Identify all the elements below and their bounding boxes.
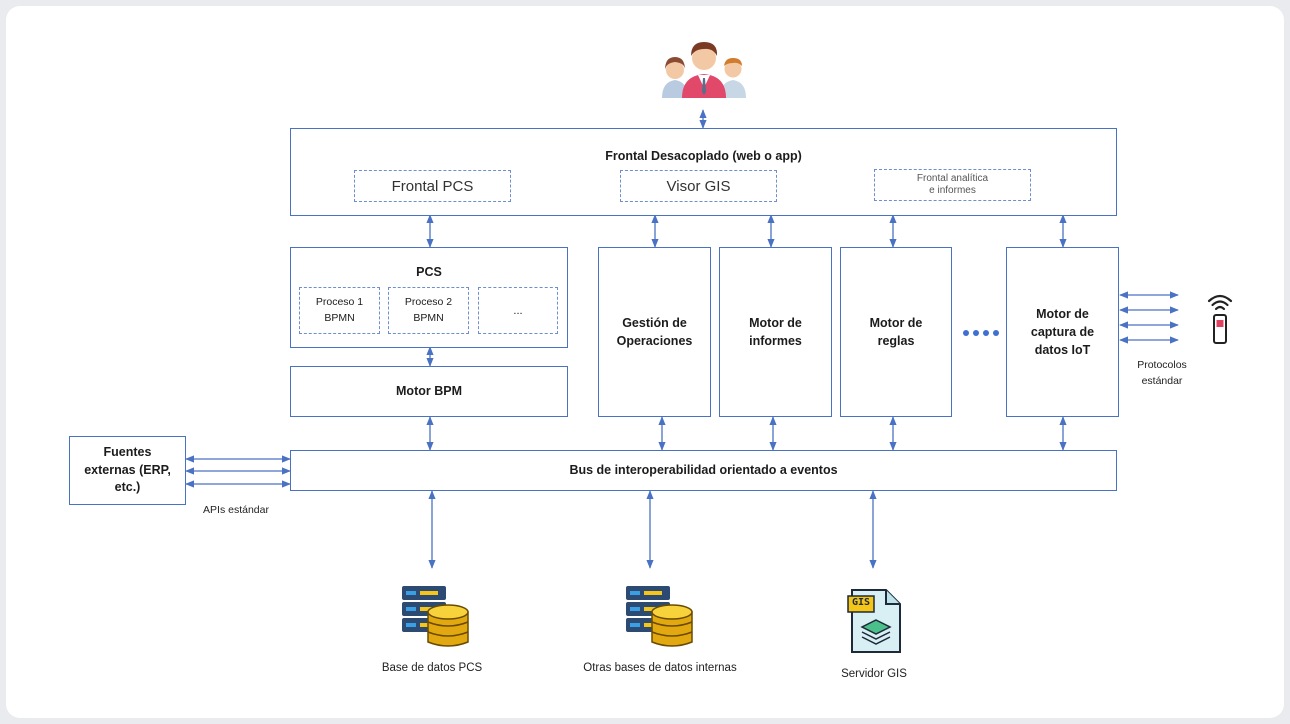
visor-gis-label: Visor GIS bbox=[666, 177, 731, 195]
motor-reglas-label: Motor de reglas bbox=[869, 315, 923, 348]
frontal-analitica-label: Frontal analítica e informes bbox=[916, 172, 989, 197]
database-server-icon bbox=[402, 586, 469, 647]
motor-informes-label: Motor de informes bbox=[749, 315, 802, 348]
bus-label: Bus de interoperabilidad orientado a eve… bbox=[569, 463, 838, 478]
proceso2-label: Proceso 2 BPMN bbox=[404, 295, 453, 324]
proceso-more-box: ... bbox=[478, 287, 558, 334]
frontal-analitica-box: Frontal analítica e informes bbox=[874, 169, 1031, 201]
frontal-pcs-label: Frontal PCS bbox=[391, 177, 474, 195]
apis-label: APIs estándar bbox=[203, 504, 269, 516]
gestion-label: Gestión de Operaciones bbox=[616, 315, 693, 348]
frontal-pcs-box: Frontal PCS bbox=[354, 170, 511, 202]
gis-badge-text: GIS bbox=[851, 597, 871, 608]
bus-box: Bus de interoperabilidad orientado a eve… bbox=[290, 450, 1117, 491]
motor-reglas-box: Motor de reglas bbox=[840, 247, 952, 417]
proceso-more-label: ... bbox=[513, 304, 523, 317]
motor-bpm-label: Motor BPM bbox=[396, 384, 462, 399]
gestion-box: Gestión de Operaciones bbox=[598, 247, 711, 417]
frontal-title: Frontal Desacoplado (web o app) bbox=[605, 149, 802, 163]
motor-iot-box: Motor de captura de datos IoT bbox=[1006, 247, 1119, 417]
motor-informes-box: Motor de informes bbox=[719, 247, 832, 417]
proceso2-box: Proceso 2 BPMN bbox=[388, 287, 469, 334]
visor-gis-box: Visor GIS bbox=[620, 170, 777, 202]
ellipsis-dots bbox=[963, 330, 999, 336]
servidor-gis-label: Servidor GIS bbox=[841, 668, 907, 680]
db-pcs-label: Base de datos PCS bbox=[381, 662, 483, 674]
fuentes-externas-label: Fuentes externas (ERP, etc.) bbox=[84, 445, 171, 495]
pcs-title: PCS bbox=[416, 265, 442, 279]
users-group-icon bbox=[662, 42, 746, 98]
db-otras-label: Otras bases de datos internas bbox=[583, 662, 737, 674]
database-server-icon bbox=[626, 586, 693, 647]
proceso1-box: Proceso 1 BPMN bbox=[299, 287, 380, 334]
fuentes-externas-box: Fuentes externas (ERP, etc.) bbox=[69, 436, 186, 505]
gis-server-icon: GIS bbox=[846, 588, 902, 654]
proceso1-label: Proceso 1 BPMN bbox=[315, 295, 364, 324]
motor-bpm-box: Motor BPM bbox=[290, 366, 568, 417]
protocolos-label: Protocolos estándar bbox=[1137, 359, 1187, 387]
motor-iot-label: Motor de captura de datos IoT bbox=[1030, 306, 1095, 358]
iot-sensor-icon bbox=[1207, 294, 1233, 344]
